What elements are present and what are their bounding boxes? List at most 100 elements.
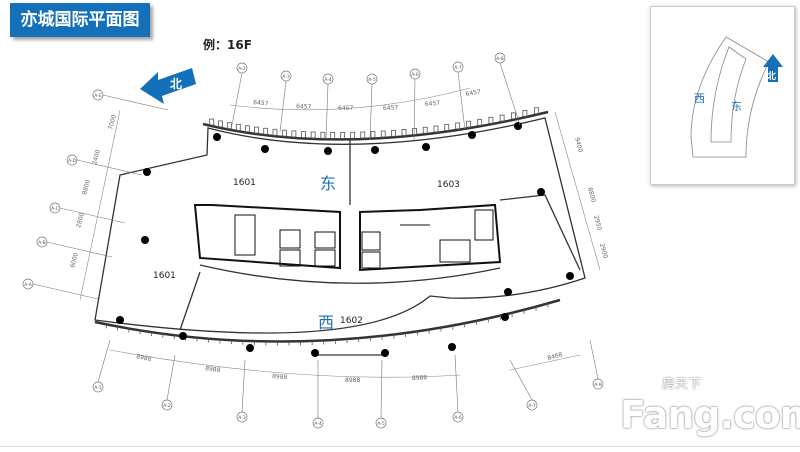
- floor-label: 例：16F: [203, 38, 252, 52]
- grid-axis-bottom: A-7: [526, 399, 538, 411]
- column-marker: [501, 313, 509, 321]
- zone-west-label: 西: [318, 313, 334, 332]
- north-arrow-icon: 北: [140, 68, 196, 104]
- dimension-right: 9400: [573, 137, 584, 154]
- unit-label-1602: 1602: [340, 316, 363, 326]
- inset-north-label: 北: [767, 70, 776, 82]
- dimension-right: 8800: [586, 187, 597, 204]
- grid-axis-left: A-A: [22, 278, 34, 290]
- grid-axis-top: A-6: [409, 68, 421, 80]
- svg-text:A-A: A-A: [24, 282, 33, 288]
- dimension-left: 6000: [69, 252, 80, 269]
- grid-axis-top: A-3: [280, 70, 292, 82]
- key-plan-inset: 北 西 东: [650, 6, 795, 185]
- svg-text:A-B: A-B: [38, 240, 46, 246]
- zone-east-label: 东: [320, 174, 336, 193]
- columns: [116, 122, 574, 357]
- dimension-top: 6457: [425, 100, 441, 108]
- dimension-left: 2800: [75, 212, 86, 229]
- grid-axis-top: A-8: [494, 52, 506, 64]
- dimension-bottom: 8988: [272, 373, 288, 381]
- column-marker: [213, 133, 221, 141]
- grid-axis-left: A-B: [36, 236, 48, 248]
- svg-text:A-7: A-7: [528, 403, 536, 409]
- dimension-labels: 6457 6457 6457 6457 6457 6457 8988 8988 8988 8988…: [69, 88, 609, 384]
- grid-axis-bottom: A-5: [375, 417, 387, 429]
- column-marker: [261, 145, 269, 153]
- divider: [0, 446, 800, 447]
- grid-axis-bottom: A-8: [592, 378, 604, 390]
- dimension-bottom: 8988: [412, 374, 428, 382]
- unit-label-1601-left: 1601: [153, 271, 176, 281]
- svg-text:A-5: A-5: [368, 77, 376, 83]
- svg-text:A-1: A-1: [94, 385, 102, 391]
- inset-west-label: 西: [694, 92, 705, 105]
- column-marker: [141, 236, 149, 244]
- column-marker: [311, 349, 319, 357]
- svg-text:A-2: A-2: [238, 66, 246, 72]
- svg-text:A-2: A-2: [163, 403, 171, 409]
- column-marker: [116, 316, 124, 324]
- dimension-right: 2950: [592, 215, 603, 232]
- grid-axis-bottom: A-3: [236, 411, 248, 423]
- grid-axis-top: A-7: [452, 61, 464, 73]
- column-marker: [324, 147, 332, 155]
- column-marker: [504, 288, 512, 296]
- watermark-en: Fang.com: [620, 393, 800, 437]
- unit-label-1601-top: 1601: [233, 178, 256, 188]
- grid-axis-left: A-E: [92, 89, 104, 101]
- column-marker: [179, 332, 187, 340]
- svg-text:A-D: A-D: [68, 158, 77, 164]
- svg-text:A-8: A-8: [594, 382, 602, 388]
- svg-text:A-6: A-6: [454, 415, 462, 421]
- dimension-top: 6457: [465, 88, 481, 98]
- dimension-bottom-right: 8468: [547, 351, 564, 362]
- watermark-cn: 房天下: [662, 377, 702, 392]
- dimension-left: 7000: [107, 114, 118, 131]
- column-marker: [246, 344, 254, 352]
- column-marker: [566, 272, 574, 280]
- svg-text:A-6: A-6: [411, 72, 419, 78]
- column-marker: [371, 146, 379, 154]
- page-title: 亦城国际平面图: [10, 3, 150, 37]
- dimension-top: 6457: [383, 104, 399, 112]
- grid-lines: [32, 62, 599, 419]
- grid-axis-top: A-2: [236, 62, 248, 74]
- unit-label-1603: 1603: [437, 180, 460, 190]
- dimension-top: 6457: [253, 99, 269, 108]
- svg-text:A-C: A-C: [51, 206, 59, 212]
- grid-axis-left: A-C: [49, 202, 61, 214]
- dimension-bottom: 8988: [345, 377, 360, 384]
- grid-axis-top: A-5: [366, 73, 378, 85]
- column-marker: [422, 143, 430, 151]
- grid-axis-top: A-4: [322, 73, 334, 85]
- dimension-right: 2900: [598, 243, 609, 260]
- grid-axis-bottom: A-2: [161, 399, 173, 411]
- column-marker: [143, 168, 151, 176]
- grid-axis-bottom: A-4: [312, 417, 324, 429]
- column-marker: [381, 349, 389, 357]
- svg-text:A-4: A-4: [314, 421, 322, 427]
- dimension-top: 6457: [296, 103, 312, 111]
- facade-fins: [105, 107, 549, 346]
- svg-text:A-3: A-3: [282, 74, 290, 80]
- grid-axis-left: A-D: [66, 154, 78, 166]
- column-marker: [537, 188, 545, 196]
- svg-text:A-7: A-7: [454, 65, 462, 71]
- north-arrow-icon: [763, 54, 783, 82]
- grid-axis-bottom: A-6: [452, 411, 464, 423]
- dimension-left: 2400: [91, 149, 102, 166]
- watermark-logo: 房天下 Fang.com: [600, 377, 800, 444]
- column-marker: [514, 122, 522, 130]
- svg-text:A-E: A-E: [94, 93, 102, 99]
- dimension-top: 6457: [338, 105, 353, 112]
- svg-text:A-3: A-3: [238, 415, 246, 421]
- dimension-bottom: 8988: [205, 365, 221, 374]
- grid-axis-bottom: A-1: [92, 381, 104, 393]
- column-marker: [448, 343, 456, 351]
- svg-text:A-8: A-8: [496, 56, 504, 62]
- dimension-left: 8800: [81, 179, 92, 196]
- column-marker: [468, 131, 476, 139]
